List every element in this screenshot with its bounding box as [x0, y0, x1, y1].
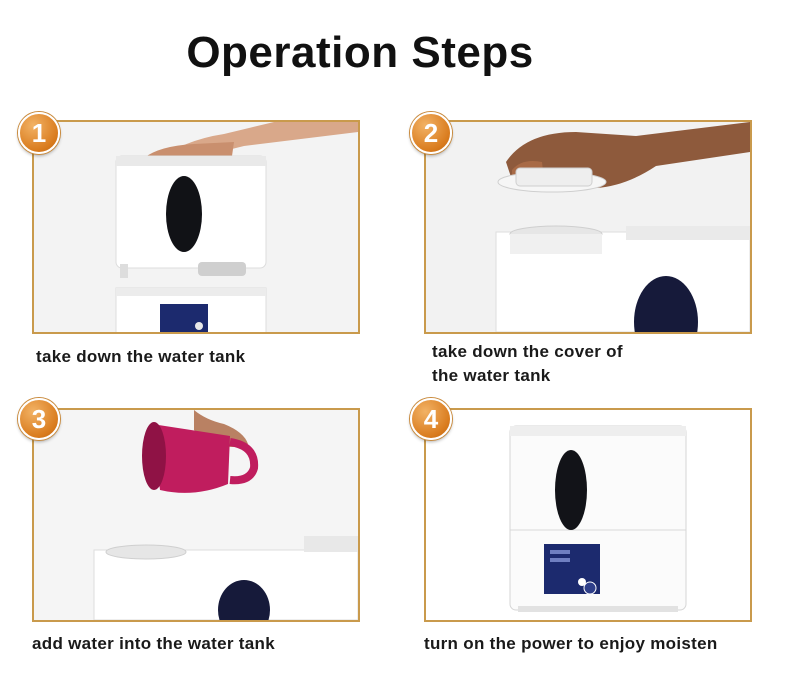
humidifier-assembled-illustration: [426, 410, 750, 620]
step-3-caption-line: add water into the water tank: [32, 634, 275, 653]
cover-removal-illustration: [426, 122, 750, 332]
step-3-photo: [32, 408, 360, 622]
step-1-badge: 1: [18, 112, 60, 154]
step-2-caption: take down the cover of the water tank: [432, 340, 623, 388]
water-pouring-illustration: [34, 410, 358, 620]
step-2-caption-line-1: take down the cover of: [432, 342, 623, 361]
step-1-caption: take down the water tank: [36, 345, 245, 369]
step-4-caption: turn on the power to enjoy moisten: [424, 632, 718, 656]
step-2-badge: 2: [410, 112, 452, 154]
step-2-caption-line-2: the water tank: [432, 366, 551, 385]
page-title: Operation Steps: [186, 28, 534, 77]
step-3-badge: 3: [18, 398, 60, 440]
step-4-caption-line: turn on the power to enjoy moisten: [424, 634, 718, 653]
step-4-photo: [424, 408, 752, 622]
step-1-caption-line: take down the water tank: [36, 347, 246, 366]
step-1-photo: [32, 120, 360, 334]
step-2-photo: [424, 120, 752, 334]
step-4-badge: 4: [410, 398, 452, 440]
humidifier-tank-lift-illustration: [34, 122, 358, 332]
step-3-caption: add water into the water tank: [32, 632, 275, 656]
